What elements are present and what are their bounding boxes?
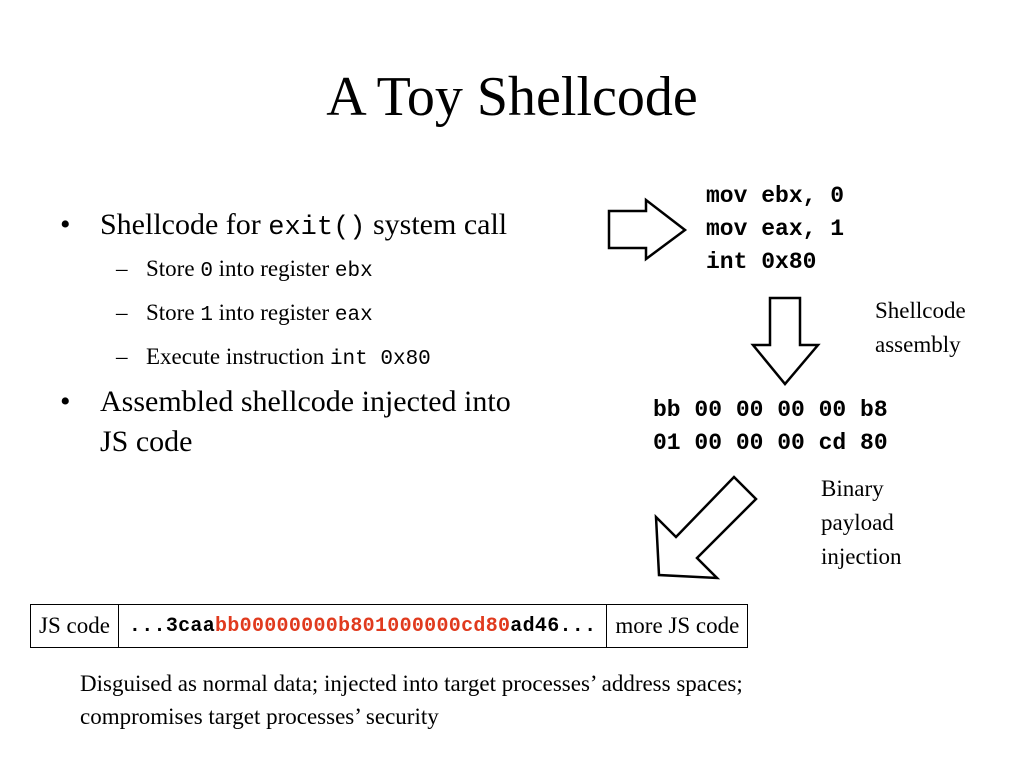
caption-line: compromises target processes’ security bbox=[80, 704, 439, 729]
label-line: Shellcode bbox=[875, 298, 966, 323]
bullet-text: system call bbox=[365, 208, 508, 241]
bullet-assembled: • Assembled shellcode injected into JS cod… bbox=[60, 382, 600, 462]
subbullet-store-0: –Store 0 into register ebx bbox=[60, 248, 600, 292]
label-line: payload bbox=[821, 510, 894, 535]
bullet-list: •Shellcode for exit() system call –Store… bbox=[60, 205, 600, 462]
code-value: 1 bbox=[200, 304, 213, 327]
dash-icon: – bbox=[116, 344, 128, 369]
code-register: eax bbox=[334, 304, 373, 327]
dash-icon: – bbox=[116, 300, 128, 325]
diagonal-arrow-icon bbox=[654, 475, 758, 580]
label-line: injection bbox=[821, 544, 902, 569]
binary-payload-label: Binary payload injection bbox=[821, 472, 901, 574]
code-value: 0 bbox=[200, 260, 213, 283]
code-register: ebx bbox=[334, 260, 373, 283]
assembly-code: mov ebx, 0 mov eax, 1 int 0x80 bbox=[706, 180, 844, 279]
dash-icon: – bbox=[116, 256, 128, 281]
caption-line: Disguised as normal data; injected into … bbox=[80, 671, 743, 696]
asm-line: mov eax, 1 bbox=[706, 216, 845, 242]
js-code-cell: JS code bbox=[39, 613, 110, 638]
down-arrow-icon bbox=[750, 296, 821, 386]
payload-suffix: ad46... bbox=[510, 614, 597, 638]
right-arrow-icon bbox=[607, 197, 688, 262]
bullet-text: JS code bbox=[100, 425, 193, 458]
subbullet-store-1: –Store 1 into register eax bbox=[60, 292, 600, 336]
bullet-text: Shellcode for bbox=[100, 208, 269, 241]
bullet-dot-icon: • bbox=[60, 385, 71, 418]
code-instruction: int 0x80 bbox=[329, 348, 431, 371]
code-exit: exit() bbox=[268, 213, 366, 243]
subbullet-text: into register bbox=[212, 256, 335, 281]
more-js-code-cell: more JS code bbox=[606, 605, 747, 647]
label-line: assembly bbox=[875, 332, 961, 357]
hex-line: bb 00 00 00 00 b8 bbox=[653, 397, 888, 423]
asm-line: int 0x80 bbox=[706, 249, 817, 275]
shellcode-assembly-label: Shellcode assembly bbox=[875, 294, 966, 362]
asm-line: mov ebx, 0 bbox=[706, 183, 845, 209]
payload-prefix: ...3caa bbox=[128, 614, 216, 638]
subbullet-text: Execute instruction bbox=[146, 344, 330, 369]
caption: Disguised as normal data; injected into … bbox=[80, 667, 980, 733]
bullet-dot-icon: • bbox=[60, 208, 71, 241]
subbullet-text: Store bbox=[146, 256, 201, 281]
subbullet-text: into register bbox=[212, 300, 335, 325]
subbullet-execute: –Execute instruction int 0x80 bbox=[60, 336, 600, 380]
bullet-shellcode-exit: • Shellcode for exit() system call bbox=[60, 205, 600, 248]
subbullet-text: Store bbox=[146, 300, 201, 325]
hex-line: 01 00 00 00 cd 80 bbox=[653, 430, 888, 456]
bullet-text: Assembled shellcode injected into bbox=[100, 385, 511, 418]
payload-highlight: bb00000000b801000000cd80 bbox=[215, 614, 511, 638]
label-line: Binary bbox=[821, 476, 884, 501]
slide-title: A Toy Shellcode bbox=[326, 66, 698, 128]
binary-code: bb 00 00 00 00 b8 01 00 00 00 cd 80 bbox=[653, 394, 888, 460]
